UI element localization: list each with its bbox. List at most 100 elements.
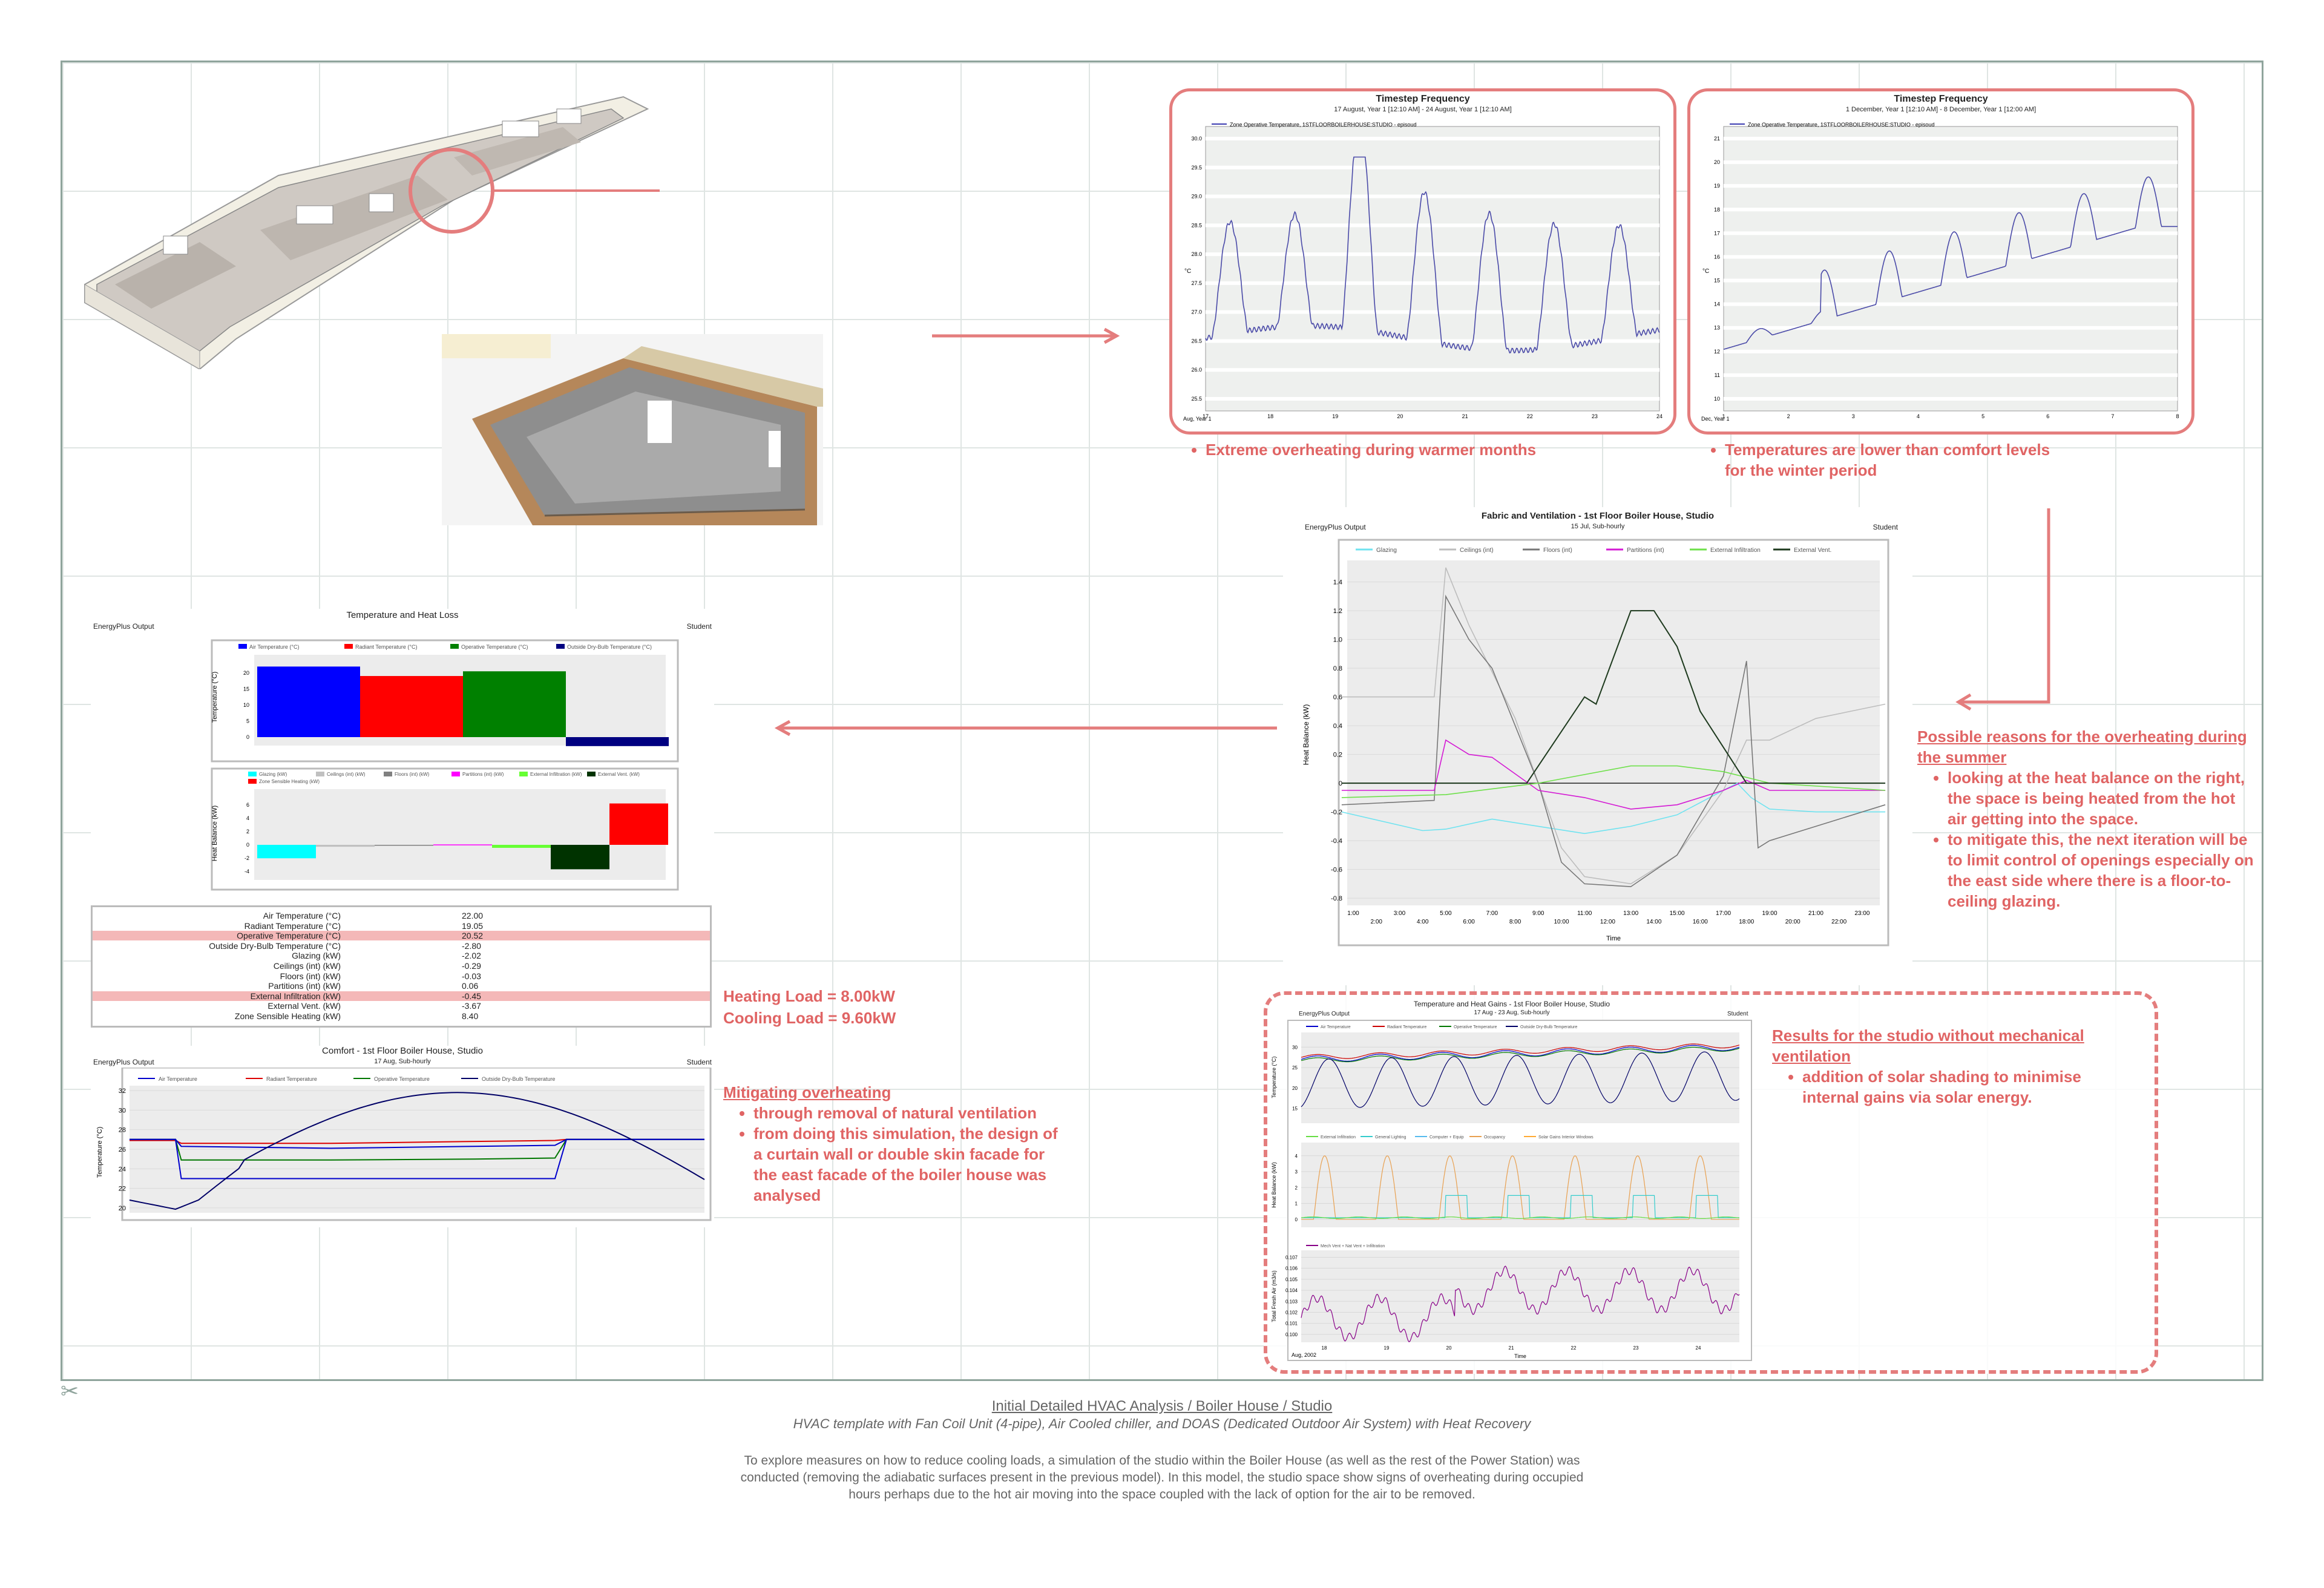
- y-tick-label: 5: [246, 718, 249, 724]
- y-tick-label: 1.0: [1333, 637, 1342, 644]
- note-summer-text: Extreme overheating during warmer months: [1206, 439, 1551, 460]
- x-tick-label: 4: [1917, 413, 1920, 419]
- bar: [551, 845, 609, 870]
- y-tick-label: 2: [1295, 1185, 1298, 1190]
- bar: [360, 676, 463, 737]
- legend-swatch: [587, 772, 596, 776]
- y-tick-label: 17: [1714, 230, 1720, 236]
- legend-entry: Air Temperature: [159, 1076, 197, 1082]
- results-item: addition of solar shading to minimise in…: [1802, 1066, 2111, 1107]
- x-axis-label: Time: [1514, 1353, 1526, 1359]
- note-possible-reasons: Possible reasons for the overheating dur…: [1917, 726, 2256, 911]
- y-tick-label: 29.0: [1191, 194, 1202, 200]
- table-cell-label: Partitions (int) (kW): [268, 981, 341, 991]
- axonometric-model-image: [84, 96, 730, 370]
- x-tick-label: 18: [1267, 413, 1273, 419]
- legend-entry: External Vent.: [1794, 547, 1831, 554]
- x-tick-label: 23: [1633, 1345, 1639, 1351]
- legend-swatch: [248, 779, 257, 784]
- y-tick-label: -2: [245, 855, 249, 861]
- y-tick-label: 20: [1292, 1086, 1298, 1091]
- y-tick-label: 26.0: [1191, 367, 1202, 373]
- x-tick-label: 11:00: [1577, 910, 1592, 917]
- reasons-item: looking at the heat balance on the right…: [1948, 767, 2256, 829]
- y-tick-label: 24: [119, 1166, 126, 1173]
- legend-entry: Partitions (int): [1627, 547, 1664, 554]
- table-row: Ceilings (int) (kW)-0.29: [93, 961, 710, 971]
- x-tick-label: 7:00: [1486, 910, 1498, 917]
- y-tick-label: 15: [1292, 1106, 1298, 1112]
- mitigating-heading: Mitigating overheating: [723, 1083, 891, 1101]
- legend-entry: External Vent. (kW): [598, 772, 640, 777]
- chart-source: EnergyPlus Output: [1299, 1011, 1350, 1017]
- chart-title: Timestep Frequency: [1376, 94, 1470, 104]
- legend-entry: Operative Temperature (°C): [461, 644, 528, 650]
- y-tick-label: 30: [1292, 1045, 1298, 1050]
- scissors-icon: ✂: [61, 1379, 79, 1403]
- x-tick-label: 21: [1462, 413, 1468, 419]
- series-line: [1341, 765, 1886, 798]
- chart-source: EnergyPlus Output: [93, 1058, 154, 1066]
- y-axis-label: °C: [1184, 268, 1191, 275]
- x-tick-label: 21: [1509, 1345, 1514, 1351]
- chart-author: Student: [1873, 523, 1898, 531]
- legend-swatch: [248, 772, 257, 776]
- chart-subtitle: 15 Jul, Sub-hourly: [1571, 523, 1625, 530]
- legend-entry: Ceilings (int): [1460, 547, 1494, 554]
- table-cell-label: Radiant Temperature (°C): [244, 920, 341, 931]
- legend-entry: Computer + Equip: [1430, 1135, 1464, 1140]
- x-tick-label: 22: [1527, 413, 1533, 419]
- legend-entry: Outside Dry-Bulb Temperature: [482, 1076, 555, 1082]
- series-line: [1301, 1265, 1740, 1342]
- y-tick-label: 30.0: [1191, 136, 1202, 142]
- footer-subtitle: HVAC template with Fan Coil Unit (4-pipe…: [793, 1416, 1531, 1431]
- y-tick-label: 25: [1292, 1065, 1298, 1071]
- legend-entry: External Infiltration: [1710, 547, 1761, 554]
- y-tick-label: 6: [246, 802, 249, 808]
- legend-entry: Operative Temperature: [1454, 1025, 1497, 1029]
- legend-swatch: [556, 644, 565, 649]
- table-cell-value: -3.67: [462, 1001, 481, 1011]
- x-tick-label: 9:00: [1532, 910, 1544, 917]
- legend-entry: Ceilings (int) (kW): [327, 772, 366, 777]
- table-cell-value: 8.40: [462, 1011, 479, 1021]
- footer-body-line: hours perhaps due to the hot air moving …: [849, 1488, 1475, 1501]
- mitigating-item: through removal of natural ventilation: [753, 1103, 1062, 1123]
- chart-source: EnergyPlus Output: [93, 622, 154, 631]
- table-cell-label: External Infiltration (kW): [250, 991, 341, 1001]
- x-tick-label: 19: [1384, 1345, 1390, 1351]
- legend-entry: External Infiltration (kW): [530, 772, 582, 777]
- table-row: Floors (int) (kW)-0.03: [93, 971, 710, 981]
- table-row: Radiant Temperature (°C)19.05: [93, 921, 710, 931]
- table-cell-value: 0.06: [462, 981, 479, 991]
- x-axis-label: Time: [1606, 935, 1621, 942]
- y-axis-label: Heat Balance (kW): [211, 805, 218, 861]
- chart-author: Student: [686, 622, 712, 631]
- table-cell-value: 20.52: [462, 931, 484, 941]
- x-tick-label: 19:00: [1762, 910, 1777, 917]
- y-tick-label: -4: [245, 868, 249, 874]
- y-tick-label: -0.4: [1331, 838, 1342, 845]
- x-tick-label: 8:00: [1509, 919, 1521, 925]
- x-tick-label: 4:00: [1417, 919, 1429, 925]
- heat-loss-plot: Air Temperature (°C)Radiant Temperature …: [211, 639, 679, 891]
- y-tick-label: -0.8: [1331, 895, 1342, 902]
- legend-swatch: [451, 772, 460, 776]
- timestep-winter-plot: Zone Operative Temperature, 1STFLOORBOIL…: [1701, 122, 2179, 422]
- table-cell-label: Zone Sensible Heating (kW): [234, 1011, 341, 1021]
- y-axis-label: Temperature (°C): [1271, 1056, 1277, 1098]
- table-row: External Vent. (kW)-3.67: [93, 1001, 710, 1011]
- table-cell-value: -0.45: [462, 991, 481, 1001]
- bar: [609, 803, 668, 845]
- x-tick-label: 17: [1203, 413, 1209, 419]
- y-tick-label: 0.101: [1285, 1321, 1298, 1327]
- series-line: [1301, 1046, 1740, 1063]
- load-summary: Heating Load = 8.00kW Cooling Load = 9.6…: [723, 985, 896, 1029]
- bar: [492, 845, 551, 848]
- legend-entry: Floors (int): [1543, 547, 1572, 554]
- heat-gains-panel: Temperature and Heat Gains - 1st Floor B…: [1264, 991, 2158, 1374]
- bar: [257, 845, 316, 859]
